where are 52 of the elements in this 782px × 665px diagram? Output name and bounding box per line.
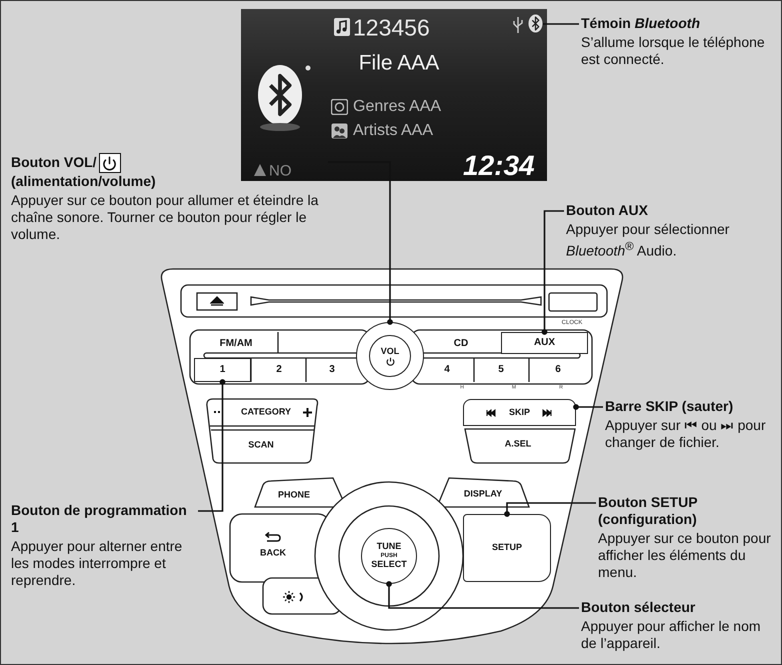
radio-button <box>194 358 251 382</box>
callout-text: Appuyer sur ce bouton pour allumer et éteindre la chaîne sonore. Tourner ce bouton pour régler le volume. <box>11 192 320 243</box>
callout-heading: (alimentation/volume) <box>11 173 157 190</box>
callout-text: Appuyer sur ce bouton pour afficher les éléments du menu. <box>598 530 772 581</box>
key-caption: AUX <box>534 338 556 348</box>
skip-bar <box>463 399 576 426</box>
key-caption: SCAN <box>248 440 274 450</box>
callout-heading: Bouton SETUP (configuration) <box>598 494 698 528</box>
callout-heading: Barre SKIP (sauter) <box>605 398 734 415</box>
radio-button <box>501 332 588 354</box>
callout-text: S’allume lorsque le téléphone est connecté. <box>581 34 766 68</box>
key-caption: CATEGORY <box>241 408 291 416</box>
clock-display: 12:34 <box>463 152 535 180</box>
callout-text: Appuyer pour alterner entre les modes interrompre et reprendre. <box>11 538 184 589</box>
key-caption: DISPLAY <box>464 490 502 498</box>
key-caption: 5 <box>498 365 504 375</box>
key-caption: SETUP <box>492 543 522 553</box>
screen-text: 123456 <box>353 16 430 40</box>
knob-caption: VOL <box>380 346 400 356</box>
key-caption: 6 <box>555 365 561 375</box>
key-caption: BACK <box>260 548 286 558</box>
leader-line <box>504 502 596 517</box>
callout-heading: Témoin Bluetooth <box>581 15 701 32</box>
callout-heading: Bouton sélecteur <box>581 599 696 616</box>
callout-text: Appuyer pour sélectionner Bluetooth$^{®}$ Audio. <box>566 221 730 260</box>
key-caption: 3 <box>329 365 335 375</box>
leader-line <box>573 404 603 410</box>
key-caption: 4 <box>444 365 450 375</box>
leader-line <box>543 23 579 25</box>
leader-line <box>542 210 564 335</box>
callout-heading: Bouton VOL/ <box>11 154 97 170</box>
key-caption: PHONE <box>278 490 310 500</box>
knob-caption: SELECT <box>371 560 407 570</box>
key-caption: 1 <box>220 364 226 376</box>
key-caption: CD <box>454 339 468 349</box>
callout-text: Appuyer sur ⏮ ou ⏭ pour changer de fichier. <box>605 417 767 451</box>
callout-heading: Bouton de programmation 1 <box>11 502 188 536</box>
setup-button <box>463 514 551 582</box>
key-caption: SKIP <box>508 408 530 418</box>
knob-caption: TUNE <box>376 542 402 552</box>
leader-line <box>198 379 226 512</box>
key-caption: A.SEL <box>504 440 532 448</box>
key-caption: FM/AM <box>220 339 252 349</box>
callout-text: Appuyer pour afficher le nom de l’appareil. <box>581 618 762 652</box>
leader-line <box>386 581 579 609</box>
leader-line <box>328 161 393 325</box>
screen-text: Genres AAA <box>353 99 442 115</box>
screen-text: NO <box>269 164 292 178</box>
screen-text: Artists AAA <box>353 123 434 139</box>
key-caption: 2 <box>276 365 282 375</box>
callout-heading: Bouton AUX <box>566 202 649 219</box>
screen-text: File AAA <box>358 52 440 74</box>
